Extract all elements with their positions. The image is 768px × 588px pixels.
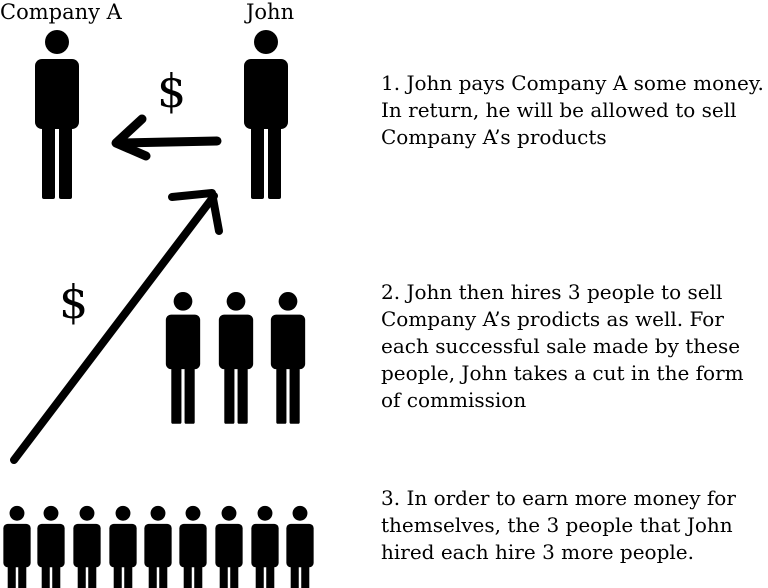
- recruit-person-icon: [179, 505, 207, 588]
- company-a-person-icon: [35, 30, 79, 199]
- dollar-sign-payment: $: [157, 64, 187, 118]
- recruit-person-icon: [215, 505, 243, 588]
- step-2-text: 2. John then hires 3 people to sell Comp…: [381, 280, 744, 412]
- recruit-person-icon: [144, 505, 172, 588]
- recruit-person-icon: [3, 505, 31, 588]
- recruit-person-icon: [37, 505, 65, 588]
- recruit-person-icon: [109, 505, 137, 588]
- seller-person-icon: [270, 291, 306, 424]
- hired-sellers-group: [165, 291, 306, 424]
- money-flow-arrow-diagonal: [10, 189, 223, 464]
- payment-arrow-left: [111, 114, 222, 161]
- seller-person-icon: [218, 291, 254, 424]
- recruit-person-icon: [286, 505, 314, 588]
- recruit-person-icon: [251, 505, 279, 588]
- recruits-group: [3, 505, 314, 588]
- john-person-icon: [244, 30, 288, 199]
- dollar-sign-commission: $: [59, 275, 89, 329]
- recruit-person-icon: [73, 505, 101, 588]
- step-3-text: 3. In order to earn more money for thems…: [381, 486, 736, 564]
- john-label: John: [246, 0, 295, 24]
- seller-person-icon: [165, 291, 201, 424]
- company-a-label: Company A: [0, 0, 122, 24]
- step-1-text: 1. John pays Company A some money. In re…: [381, 71, 764, 149]
